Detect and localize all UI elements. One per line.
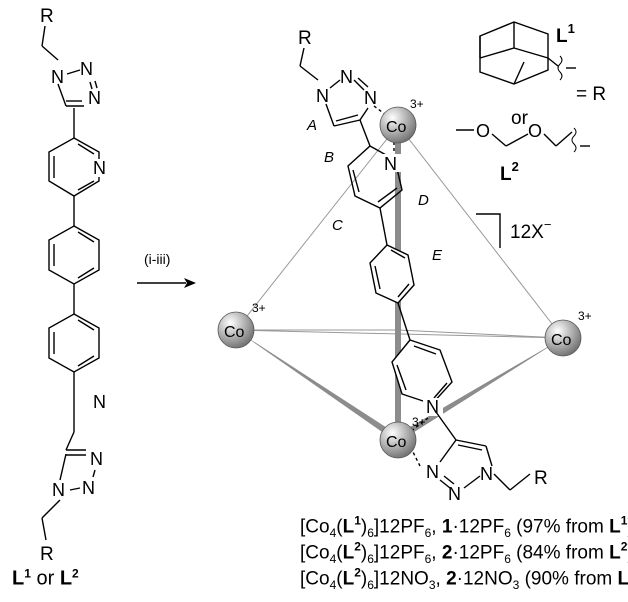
cobalt-bottom: Co 3+ <box>379 415 426 459</box>
ring-label-c: C <box>332 217 343 234</box>
svg-text:N: N <box>93 158 106 178</box>
svg-text:N: N <box>90 449 103 469</box>
ligand-bottom-r-label: R <box>40 544 54 565</box>
reaction-conditions: (i-iii) <box>144 251 170 267</box>
cobalt-top: Co 3+ <box>379 97 424 144</box>
svg-text:N: N <box>384 154 397 174</box>
svg-text:Co: Co <box>386 119 407 136</box>
svg-text:N: N <box>448 484 461 504</box>
cage-bottom-r-label: R <box>534 468 548 489</box>
ring-label-b: B <box>324 149 334 166</box>
svg-text:N: N <box>52 480 65 500</box>
product-caption-1: [Co4(L1)6]12PF6, 1·12PF6 (97% from L1) <box>300 514 628 541</box>
svg-text:O: O <box>476 121 490 141</box>
legend-l2-label: L2 <box>500 159 519 185</box>
svg-text:N: N <box>82 478 95 498</box>
counterion-label: 12X− <box>476 213 551 248</box>
svg-text:N: N <box>93 392 106 412</box>
ring-label-d: D <box>418 192 429 209</box>
ligand-top-triazole: N N N <box>51 59 101 108</box>
reaction-arrow: (i-iii) <box>137 251 196 288</box>
svg-text:N: N <box>480 464 493 484</box>
legend-equals-r: = R <box>576 84 606 105</box>
svg-text:3+: 3+ <box>410 97 424 111</box>
product-captions: [Co4(L1)6]12PF6, 1·12PF6 (97% from L1) [… <box>300 508 628 593</box>
svg-text:O: O <box>528 121 542 141</box>
ligand-phenylene <box>48 225 100 285</box>
svg-text:3+: 3+ <box>578 309 592 323</box>
svg-text:Co: Co <box>551 332 572 349</box>
adamantyl-structure <box>479 21 576 85</box>
cage-top-r-label: R <box>298 28 312 49</box>
svg-text:N: N <box>426 397 439 417</box>
svg-text:N: N <box>364 88 377 108</box>
product-caption-2: [Co4(L2)6]12PF6, 2·12PF6 (84% from L2) <box>300 540 628 567</box>
cobalt-left: Co 3+ <box>217 301 266 349</box>
ligand-top-r-label: R <box>40 6 54 27</box>
free-ligand-caption: L1 or L2 <box>12 566 79 590</box>
svg-text:N: N <box>340 67 353 87</box>
cage-bridging-ligand: R N N N A N B C D E <box>298 28 548 504</box>
svg-text:N: N <box>316 86 329 106</box>
cobalt-right: Co 3+ <box>544 309 592 357</box>
free-ligand: R N N N N <box>40 6 111 565</box>
product-caption-3: [Co4(L2)6]12NO3, 2·12NO3 (90% from L2) <box>300 566 628 593</box>
meem-structure: O O <box>456 121 590 153</box>
svg-text:3+: 3+ <box>252 301 266 315</box>
ligand-bottom-pyridine: N <box>48 313 111 412</box>
svg-text:Co: Co <box>224 324 245 341</box>
svg-text:N: N <box>88 88 101 108</box>
legend-or: or <box>511 108 529 129</box>
ligand-bottom-triazole: N N N <box>52 431 103 500</box>
ring-label-e: E <box>432 247 443 264</box>
svg-text:Co: Co <box>386 434 407 451</box>
ring-label-a: A <box>306 117 317 134</box>
svg-text:N: N <box>80 59 93 79</box>
legend-l1-label: L1 <box>556 21 575 47</box>
svg-text:3+: 3+ <box>412 415 426 429</box>
svg-text:12X−: 12X− <box>510 217 551 243</box>
ligand-top-pyridine: N <box>48 137 111 197</box>
svg-text:N: N <box>51 67 64 87</box>
r-group-legend: L1 = R or O O L2 <box>456 21 606 185</box>
svg-text:N: N <box>426 462 439 482</box>
